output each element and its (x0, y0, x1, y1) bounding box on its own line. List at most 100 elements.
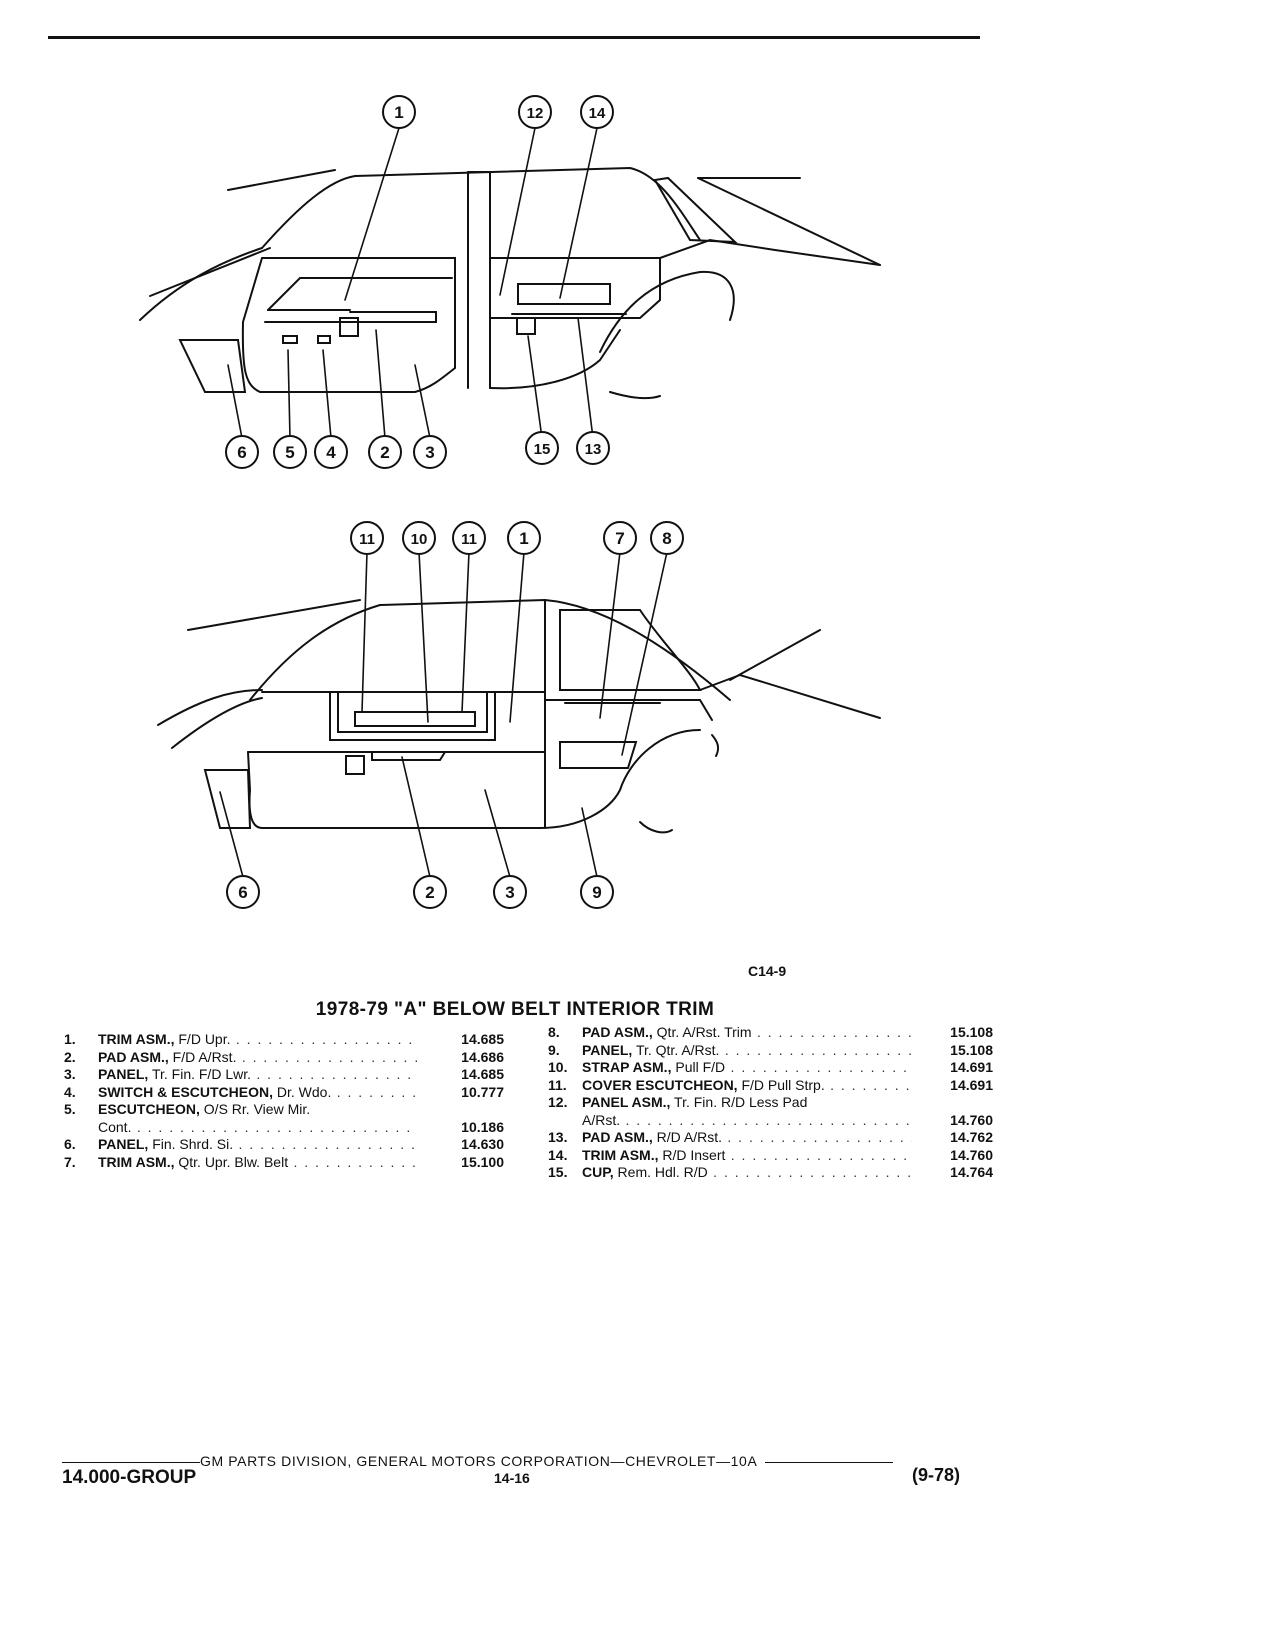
parts-row: 4.SWITCH & ESCUTCHEON, Dr. Wdo. . . . . … (64, 1084, 504, 1102)
callout-label-12: 12 (527, 105, 544, 122)
part-code: 15.100 (461, 1153, 504, 1170)
part-description: STRAP ASM., Pull F/D . . . . . . . . . .… (582, 1059, 912, 1077)
part-detail: Tr. Fin. F/D Lwr. (148, 1066, 251, 1082)
callout-label-10: 10 (411, 531, 428, 548)
part-description: A/Rst. . . . . . . . . . . . . . . . . .… (582, 1112, 912, 1130)
parts-row: 14.TRIM ASM., R/D Insert . . . . . . . .… (548, 1147, 993, 1165)
part-number: 10. (548, 1059, 568, 1075)
callout-circle-1 (382, 95, 416, 129)
part-code: 14.685 (461, 1031, 504, 1047)
part-code: 14.691 (950, 1059, 993, 1075)
top-car-outline (139, 166, 881, 400)
callout-circle-3 (493, 875, 527, 909)
part-number: 5. (64, 1101, 76, 1117)
part-description: CUP, Rem. Hdl. R/D . . . . . . . . . . .… (582, 1164, 912, 1182)
callout-label-4: 4 (326, 443, 336, 462)
callout-circle-5 (273, 435, 307, 469)
callout-circle-11 (452, 521, 486, 555)
part-description: ESCUTCHEON, O/S Rr. View Mir. (98, 1101, 418, 1119)
callout-label-11: 11 (359, 531, 375, 548)
callout-circle-12 (518, 95, 552, 129)
part-detail: Pull F/D (671, 1059, 726, 1075)
part-detail: R/D A/Rst. (652, 1129, 723, 1145)
callout-label-14: 14 (589, 105, 606, 122)
part-description: TRIM ASM., F/D Upr. . . . . . . . . . . … (98, 1031, 418, 1049)
footer-rule-right (765, 1461, 894, 1463)
header-rule (48, 36, 980, 39)
part-number: 1. (64, 1031, 76, 1047)
footer-group: 14.000-GROUP (62, 1467, 197, 1488)
part-detail: Tr. Qtr. A/Rst. (632, 1041, 720, 1058)
part-description: PANEL, Fin. Shrd. Si. . . . . . . . . . … (98, 1136, 418, 1154)
parts-row: A/Rst. . . . . . . . . . . . . . . . . .… (548, 1112, 993, 1130)
part-name: TRIM ASM., (98, 1031, 175, 1047)
callout-label-1: 1 (394, 103, 403, 122)
part-number: 11. (548, 1076, 567, 1093)
footer-date: (9-78) (912, 1465, 961, 1485)
part-number: 12. (548, 1094, 568, 1110)
part-detail: O/S Rr. View Mir. (199, 1101, 311, 1117)
callout-label-5: 5 (285, 443, 294, 462)
dot-leader: . . . . . . . . . . . . . . . . . . . . … (336, 1083, 418, 1100)
part-code: 14.686 (461, 1048, 504, 1065)
callout-label-2: 2 (380, 443, 389, 462)
part-number: 7. (64, 1153, 76, 1170)
part-detail: F/D Pull Strp. (737, 1076, 825, 1093)
part-name: CUP, (582, 1164, 614, 1180)
callout-label-13: 13 (585, 441, 602, 458)
part-number: 8. (548, 1024, 560, 1040)
callout-label-3: 3 (505, 883, 514, 902)
callout-label-11: 11 (461, 531, 477, 548)
dot-leader: . . . . . . . . . . . . . . . . . . . . … (730, 1059, 912, 1075)
part-description: SWITCH & ESCUTCHEON, Dr. Wdo. . . . . . … (98, 1084, 418, 1102)
callout-circle-8 (650, 521, 684, 555)
parts-row: 11. COVER ESCUTCHEON, F/D Pull Strp. . . … (548, 1077, 993, 1095)
part-description: Cont. . . . . . . . . . . . . . . . . . … (98, 1119, 418, 1137)
dot-leader: . . . . . . . . . . . . . . . . . . . . … (136, 1118, 418, 1135)
parts-row: 5. ESCUTCHEON, O/S Rr. View Mir. (64, 1101, 504, 1119)
callout-circle-15 (525, 431, 559, 465)
part-name: SWITCH & ESCUTCHEON, (98, 1083, 273, 1100)
parts-row: 2.PAD ASM., F/D A/Rst. . . . . . . . . .… (64, 1049, 504, 1067)
part-name: PANEL ASM., (582, 1094, 671, 1110)
callout-circle-1 (507, 521, 541, 555)
footer-page-number: 14-16 (494, 1470, 530, 1486)
callout-label-6: 6 (237, 443, 246, 462)
part-code: 10.186 (461, 1118, 504, 1135)
part-name: PANEL, (98, 1066, 149, 1082)
callout-circle-6 (226, 875, 260, 909)
parts-row: 12. PANEL ASM., Tr. Fin. R/D Less Pad (548, 1094, 993, 1112)
part-code: 10.777 (461, 1083, 504, 1100)
part-number: 3. (64, 1066, 76, 1082)
parts-list-left: 1. TRIM ASM., F/D Upr. . . . . . . . . . … (64, 1031, 504, 1171)
callout-label-8: 8 (662, 529, 671, 548)
callout-label-6: 6 (238, 883, 247, 902)
part-detail: F/D Upr. (174, 1031, 231, 1047)
footer-rule-left (62, 1461, 200, 1463)
dot-leader: . . . . . . . . . . . . . . . . . . . . … (730, 1146, 912, 1163)
part-code: 14.685 (461, 1066, 504, 1082)
callout-circle-11 (350, 521, 384, 555)
part-description: PAD ASM., Qtr. A/Rst. Trim . . . . . . .… (582, 1024, 912, 1042)
footer-division-line: GM PARTS DIVISION, GENERAL MOTORS CORPOR… (62, 1453, 972, 1469)
parts-row: 9.PANEL, Tr. Qtr. A/Rst. . . . . . . . .… (548, 1042, 993, 1060)
part-number: 6. (64, 1136, 76, 1152)
part-detail: Tr. Fin. R/D Less Pad (670, 1094, 808, 1110)
part-detail: F/D A/Rst. (168, 1048, 237, 1065)
part-description: PAD ASM., R/D A/Rst. . . . . . . . . . .… (582, 1129, 912, 1147)
bottom-leader-lines (219, 551, 668, 878)
callout-circle-2 (368, 435, 402, 469)
part-description: TRIM ASM., R/D Insert . . . . . . . . . … (582, 1147, 912, 1165)
part-detail: A/Rst. (582, 1111, 621, 1128)
callout-circle-6 (225, 435, 259, 469)
part-description: COVER ESCUTCHEON, F/D Pull Strp. . . . .… (582, 1077, 912, 1095)
dot-leader: . . . . . . . . . . . . . . . . . . . . … (256, 1066, 418, 1082)
part-code: 15.108 (950, 1041, 993, 1058)
callout-label-15: 15 (534, 441, 551, 458)
part-name: ESCUTCHEON, (98, 1101, 200, 1117)
callout-circle-14 (580, 95, 614, 129)
callout-circle-10 (402, 521, 436, 555)
parts-row: 6. PANEL, Fin. Shrd. Si. . . . . . . . . … (64, 1136, 504, 1154)
part-code: 14.760 (950, 1146, 993, 1163)
